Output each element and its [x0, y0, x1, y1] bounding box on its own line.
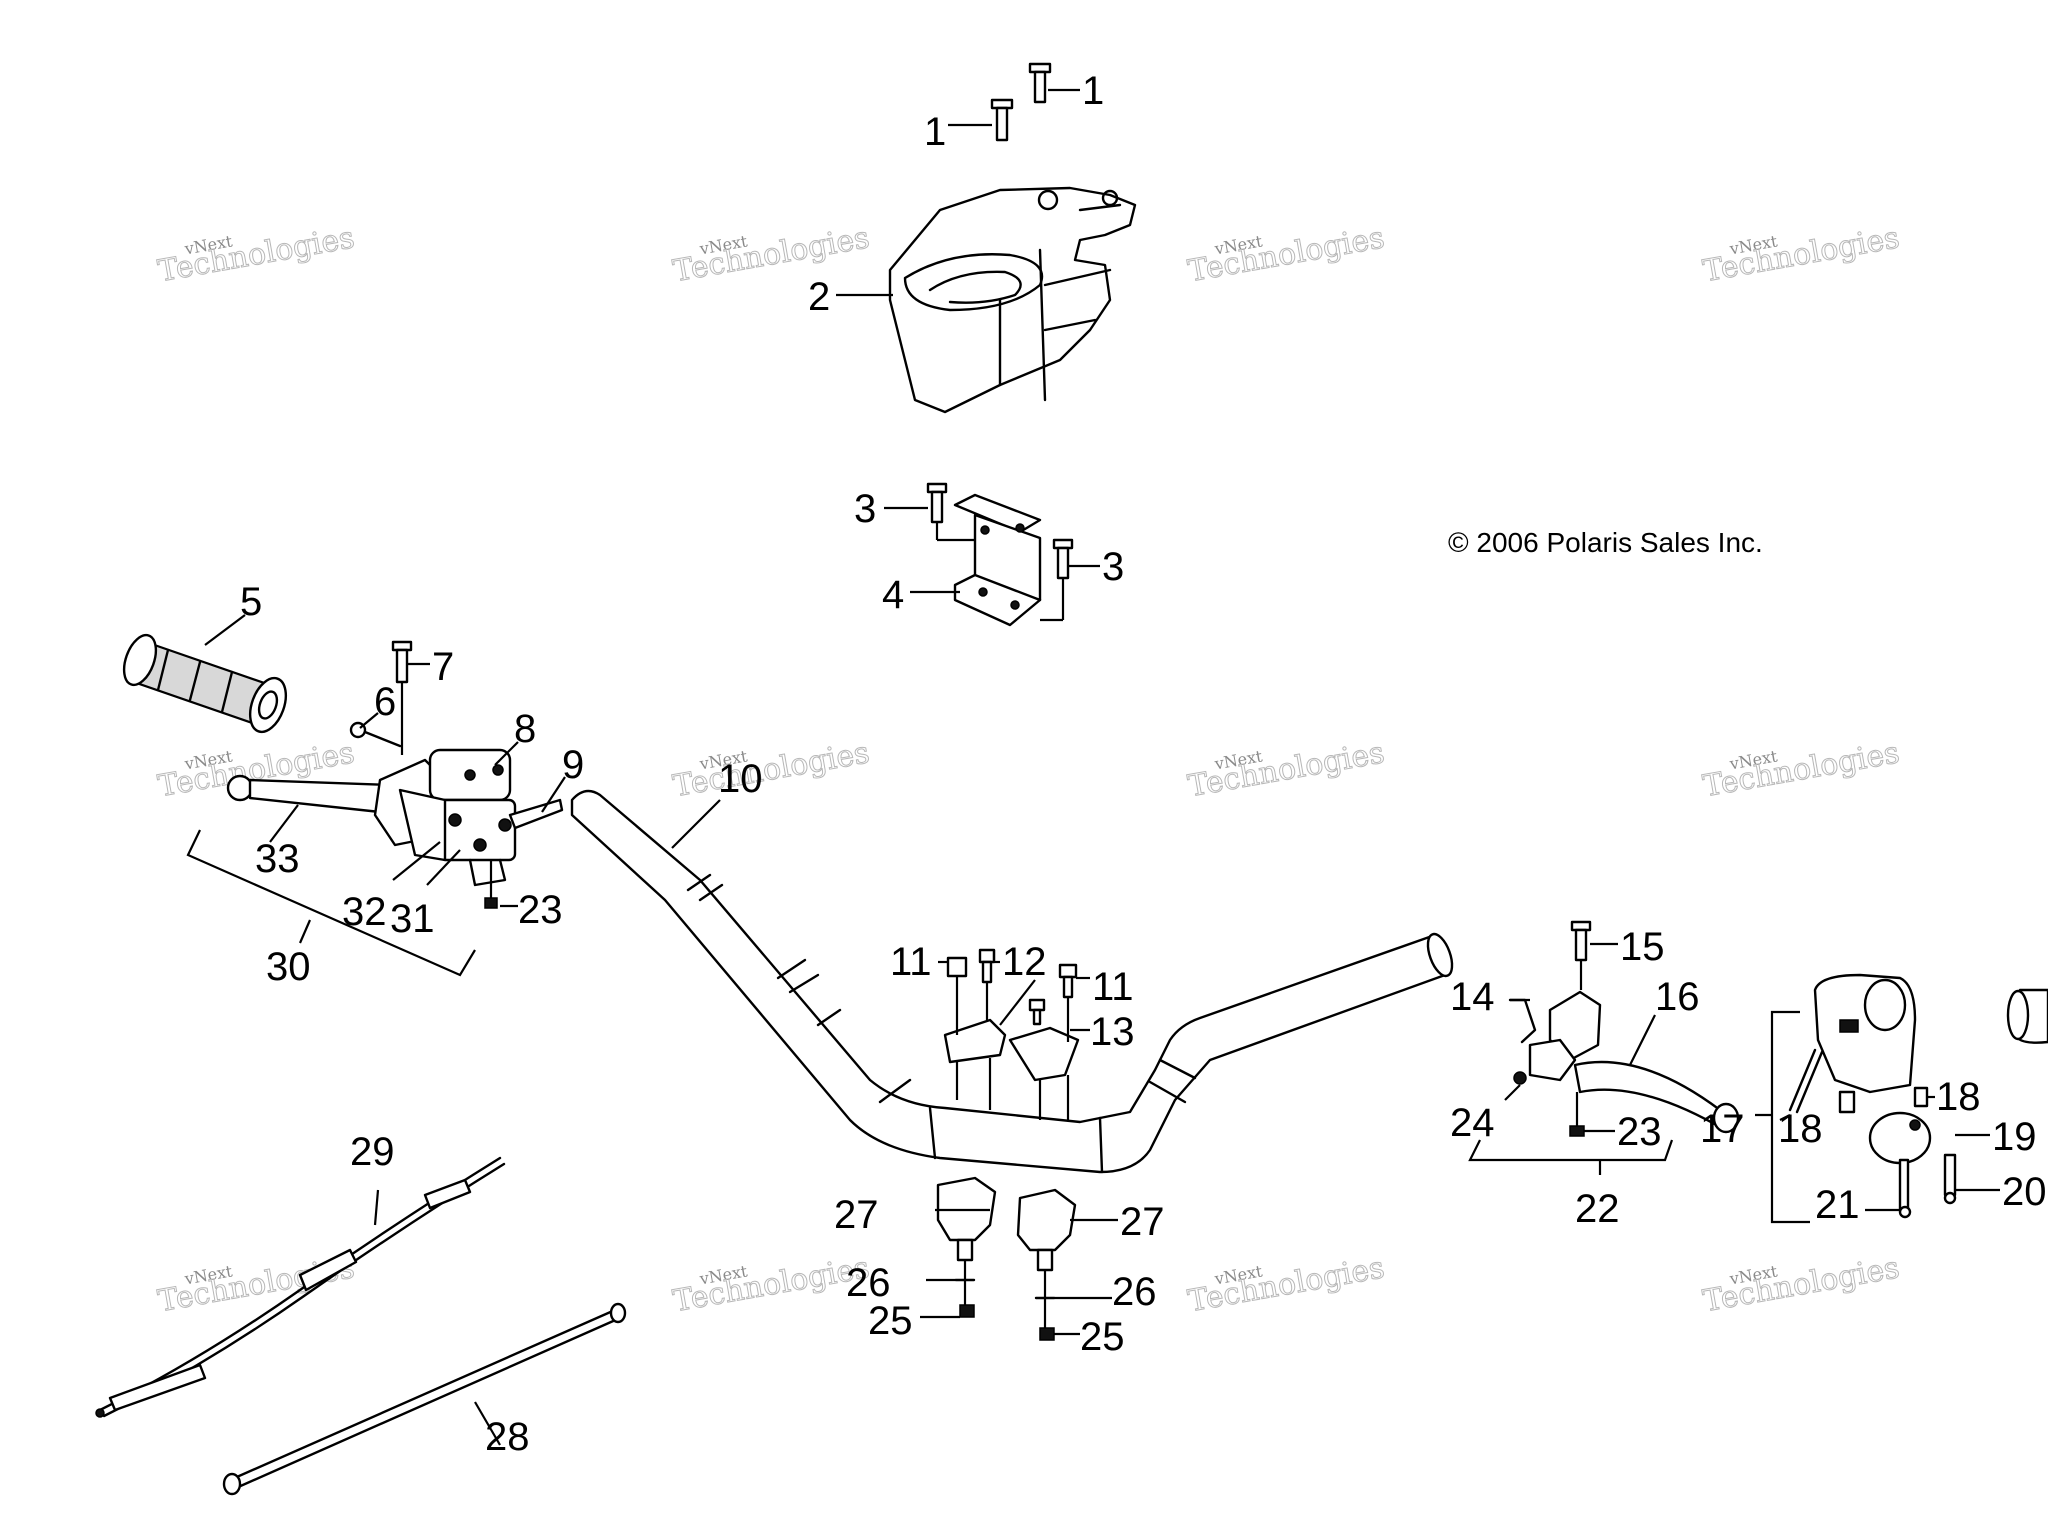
callout-2: 2: [808, 275, 830, 319]
callout-13: 13: [1090, 1010, 1135, 1054]
left-grip: [122, 633, 288, 734]
callout-20: 20: [2002, 1170, 2047, 1214]
callout-18: 18: [1936, 1075, 1981, 1119]
upper-clamps: [943, 948, 1080, 1120]
callout-32: 32: [342, 890, 387, 934]
right-lever-assembly: [1508, 920, 1740, 1137]
callout-18: 18: [1778, 1107, 1823, 1151]
watermark-line2: Technologies: [1700, 735, 1902, 804]
callout-21: 21: [1815, 1183, 1860, 1227]
watermark-line2: Technologies: [1185, 220, 1387, 289]
callout-1: 1: [1082, 69, 1104, 113]
callout-31: 31: [390, 897, 435, 941]
callout-11: 11: [1092, 965, 1134, 1009]
callout-26: 26: [846, 1261, 891, 1305]
watermark: vNext Technologies: [670, 1250, 873, 1320]
callout-labels: 1 1 2 3 3 4 5 6 7 8 9 10 11 11 12 13 14 …: [240, 69, 2047, 1459]
callout-11: 11: [890, 940, 932, 984]
callout-29: 29: [350, 1130, 395, 1174]
callout-16: 16: [1655, 975, 1700, 1019]
watermark: vNext Technologies: [670, 220, 873, 290]
callout-24: 24: [1450, 1101, 1495, 1145]
watermark: vNext Technologies: [1185, 220, 1388, 290]
screw-part-6-7: [349, 640, 413, 755]
watermark-line2: Technologies: [155, 220, 357, 289]
callout-14: 14: [1450, 975, 1495, 1019]
callout-15: 15: [1620, 925, 1665, 969]
watermark: vNext Technologies: [155, 220, 358, 290]
callout-27: 27: [1120, 1200, 1165, 1244]
callout-12: 12: [1002, 940, 1047, 984]
callout-1: 1: [924, 110, 946, 154]
watermark: vNext Technologies: [670, 735, 873, 805]
callout-25: 25: [1080, 1315, 1125, 1359]
mounting-bracket: [935, 493, 1065, 627]
callout-17: 17: [1700, 1107, 1745, 1151]
callout-30: 30: [266, 945, 311, 989]
risers: [936, 1176, 1077, 1341]
callout-23: 23: [518, 888, 563, 932]
callout-28: 28: [485, 1415, 530, 1459]
callout-3: 3: [1102, 545, 1124, 589]
watermark-line2: Technologies: [670, 735, 872, 804]
bolt-part-3: [926, 482, 1074, 580]
watermark: vNext Technologies: [1185, 735, 1388, 805]
callout-23: 23: [1617, 1110, 1662, 1154]
watermark: vNext Technologies: [1700, 1250, 1903, 1320]
callout-4: 4: [882, 573, 904, 617]
callout-10: 10: [718, 757, 763, 801]
callout-33: 33: [255, 837, 300, 881]
callout-19: 19: [1992, 1115, 2037, 1159]
callout-22: 22: [1575, 1187, 1620, 1231]
callout-25: 25: [868, 1299, 913, 1343]
handlebar: [570, 789, 1454, 1174]
watermark-line2: Technologies: [1700, 1250, 1902, 1319]
callout-8: 8: [514, 707, 536, 751]
watermark: vNext Technologies: [1700, 735, 1903, 805]
callout-7: 7: [432, 645, 454, 689]
watermark: vNext Technologies: [1185, 1250, 1388, 1320]
watermark-line2: Technologies: [670, 1250, 872, 1319]
callout-3: 3: [854, 487, 876, 531]
callout-6: 6: [374, 680, 396, 724]
watermark-line2: Technologies: [670, 220, 872, 289]
watermark-line2: Technologies: [1700, 220, 1902, 289]
callout-9: 9: [562, 743, 584, 787]
watermark-line2: Technologies: [1185, 735, 1387, 804]
callout-27: 27: [834, 1193, 879, 1237]
leader-lines: [186, 88, 2000, 1446]
headlight-pod-cover: [888, 186, 1137, 414]
watermark-line2: Technologies: [1185, 1250, 1387, 1319]
right-switch-housing: [1788, 973, 2048, 1219]
copyright-notice: © 2006 Polaris Sales Inc.: [1448, 527, 1763, 558]
throttle-cables: [95, 1156, 627, 1496]
callout-5: 5: [240, 580, 262, 624]
watermark: vNext Technologies: [1700, 220, 1903, 290]
bolt-part-1: [990, 62, 1052, 142]
left-brake-assembly: [226, 748, 564, 909]
callout-26: 26: [1112, 1270, 1157, 1314]
